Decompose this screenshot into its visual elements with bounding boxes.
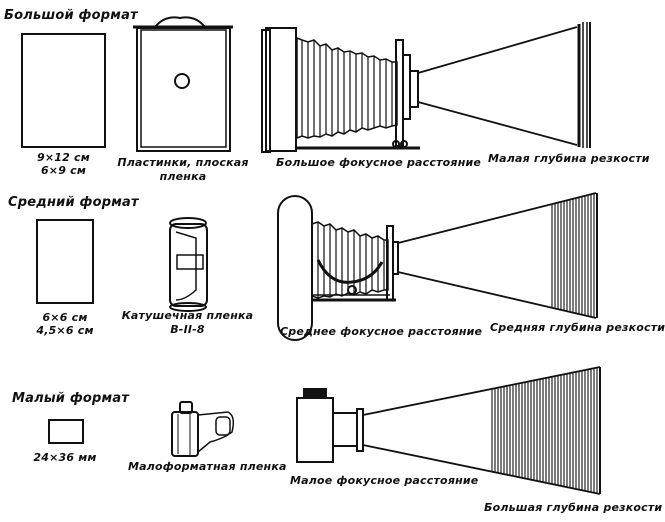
film-label-large-1: Пластинки, плоская xyxy=(117,156,249,169)
dof-label-medium: Средняя глубина резкости xyxy=(490,321,665,334)
film-label-medium-2: В-II-8 xyxy=(170,323,205,336)
large-frame-rect xyxy=(21,33,106,148)
dof-hatch-large xyxy=(491,367,598,494)
frame-size-medium-2: 4,5×6 см xyxy=(36,324,94,337)
frame-size-large-2: 6×9 см xyxy=(40,164,87,177)
medium-camera-icon xyxy=(277,195,399,341)
roll-film-icon xyxy=(169,217,208,312)
dof-label-large: Большая глубина резкости xyxy=(484,501,663,514)
film-label-medium-1: Катушечная пленка xyxy=(121,309,254,322)
dof-cone-small xyxy=(417,22,591,148)
large-camera-icon xyxy=(261,27,420,153)
film-label-small: Малоформатная пленка xyxy=(128,460,287,473)
frame-size-medium-1: 6×6 см xyxy=(42,311,88,324)
section-title-large: Большой формат xyxy=(4,8,138,23)
section-title-small: Малый формат xyxy=(12,391,130,406)
small-camera-icon xyxy=(296,388,364,463)
plate-holder-icon xyxy=(133,16,233,152)
section-title-medium: Средний формат xyxy=(8,195,139,210)
focal-label-large: Большое фокусное расстояние xyxy=(276,156,482,169)
small-frame-rect xyxy=(48,419,84,444)
focal-label-medium: Среднее фокусное расстояние xyxy=(280,325,483,338)
focal-label-small: Малое фокусное расстояние xyxy=(290,474,479,487)
film-label-large-2: пленка xyxy=(159,170,207,183)
medium-frame-rect xyxy=(36,219,94,304)
frame-size-large-1: 9×12 см xyxy=(37,151,90,164)
dof-label-small: Малая глубина резкости xyxy=(488,152,650,165)
frame-size-small: 24×36 мм xyxy=(33,451,97,464)
dof-cone-medium xyxy=(397,192,598,319)
35mm-cassette-icon xyxy=(171,401,235,457)
dof-hatch-medium xyxy=(551,193,595,318)
